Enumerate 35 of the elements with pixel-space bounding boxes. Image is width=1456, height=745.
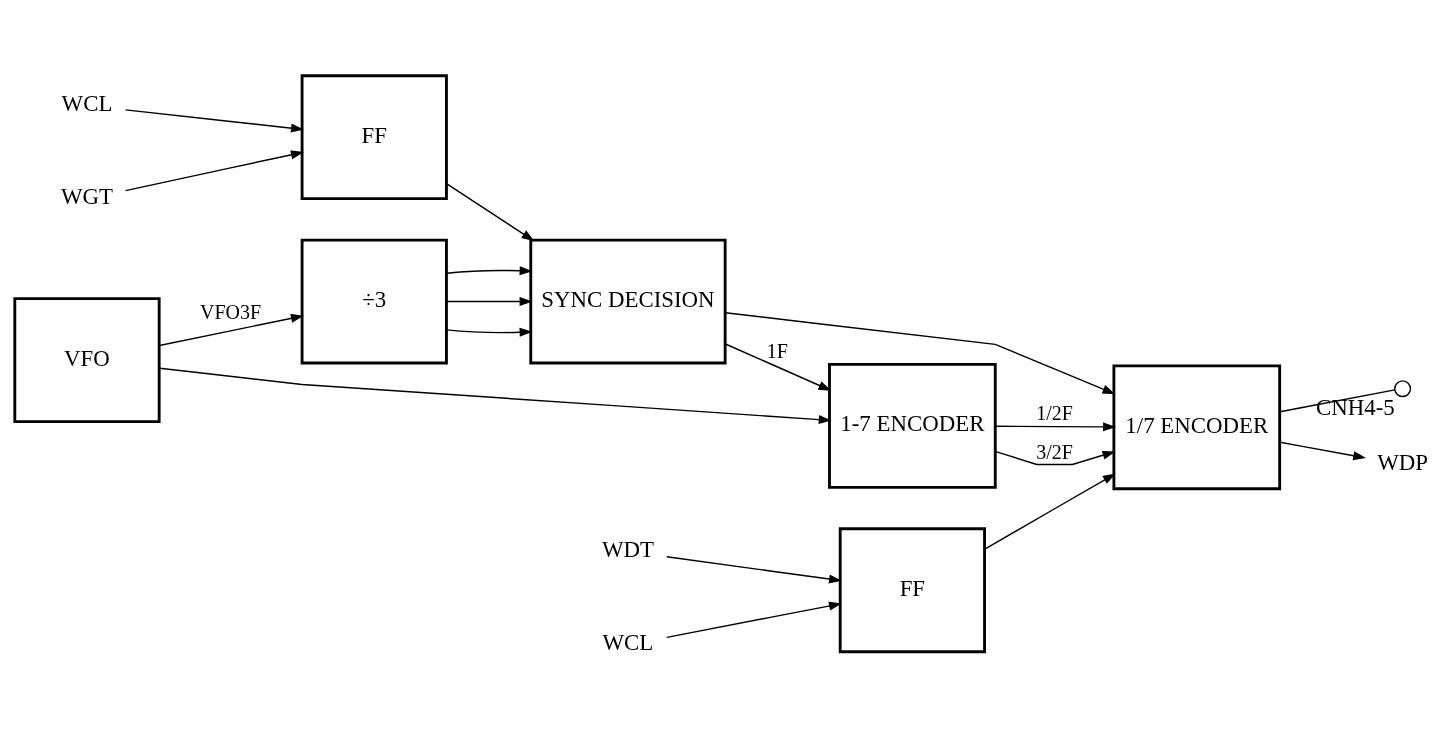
arrow [666, 601, 842, 638]
node-text: WDP [1377, 449, 1429, 475]
node-text: WCL [61, 90, 113, 116]
node-box: FF [838, 526, 986, 653]
edge-label: 3/2F [1036, 440, 1073, 463]
node-box: 1/7 ENCODER [1112, 363, 1282, 490]
arrow [1279, 441, 1367, 460]
arrow [158, 367, 832, 424]
arrow [446, 265, 533, 275]
node-text: WDT [601, 536, 654, 562]
node-label: CNH4-5 [1316, 394, 1395, 420]
connector [1279, 388, 1396, 412]
node-text: WGT [60, 183, 114, 209]
node-box: VFO [13, 296, 161, 423]
node-box: 1-7 ENCODER [828, 362, 997, 489]
arrow [124, 108, 304, 133]
arrow [724, 342, 832, 391]
arrow [158, 313, 304, 346]
node-box: SYNC DECISION [529, 238, 727, 364]
edge-label: VFO3F [200, 300, 262, 323]
arrow [994, 421, 1116, 431]
arrow [446, 327, 533, 337]
edge-label: 1/2F [1036, 401, 1073, 424]
arrow [984, 472, 1116, 550]
node-text: WCL [602, 629, 654, 655]
arrow [724, 311, 1116, 394]
node-box: ÷3 [300, 238, 448, 364]
arrow [446, 296, 533, 306]
node-box: FF [300, 73, 448, 200]
node-circle [1394, 379, 1412, 397]
arrow [124, 149, 304, 191]
edge-label: 1F [766, 339, 788, 362]
arrow [666, 555, 842, 583]
arrow [995, 450, 1116, 465]
arrow [446, 182, 535, 241]
